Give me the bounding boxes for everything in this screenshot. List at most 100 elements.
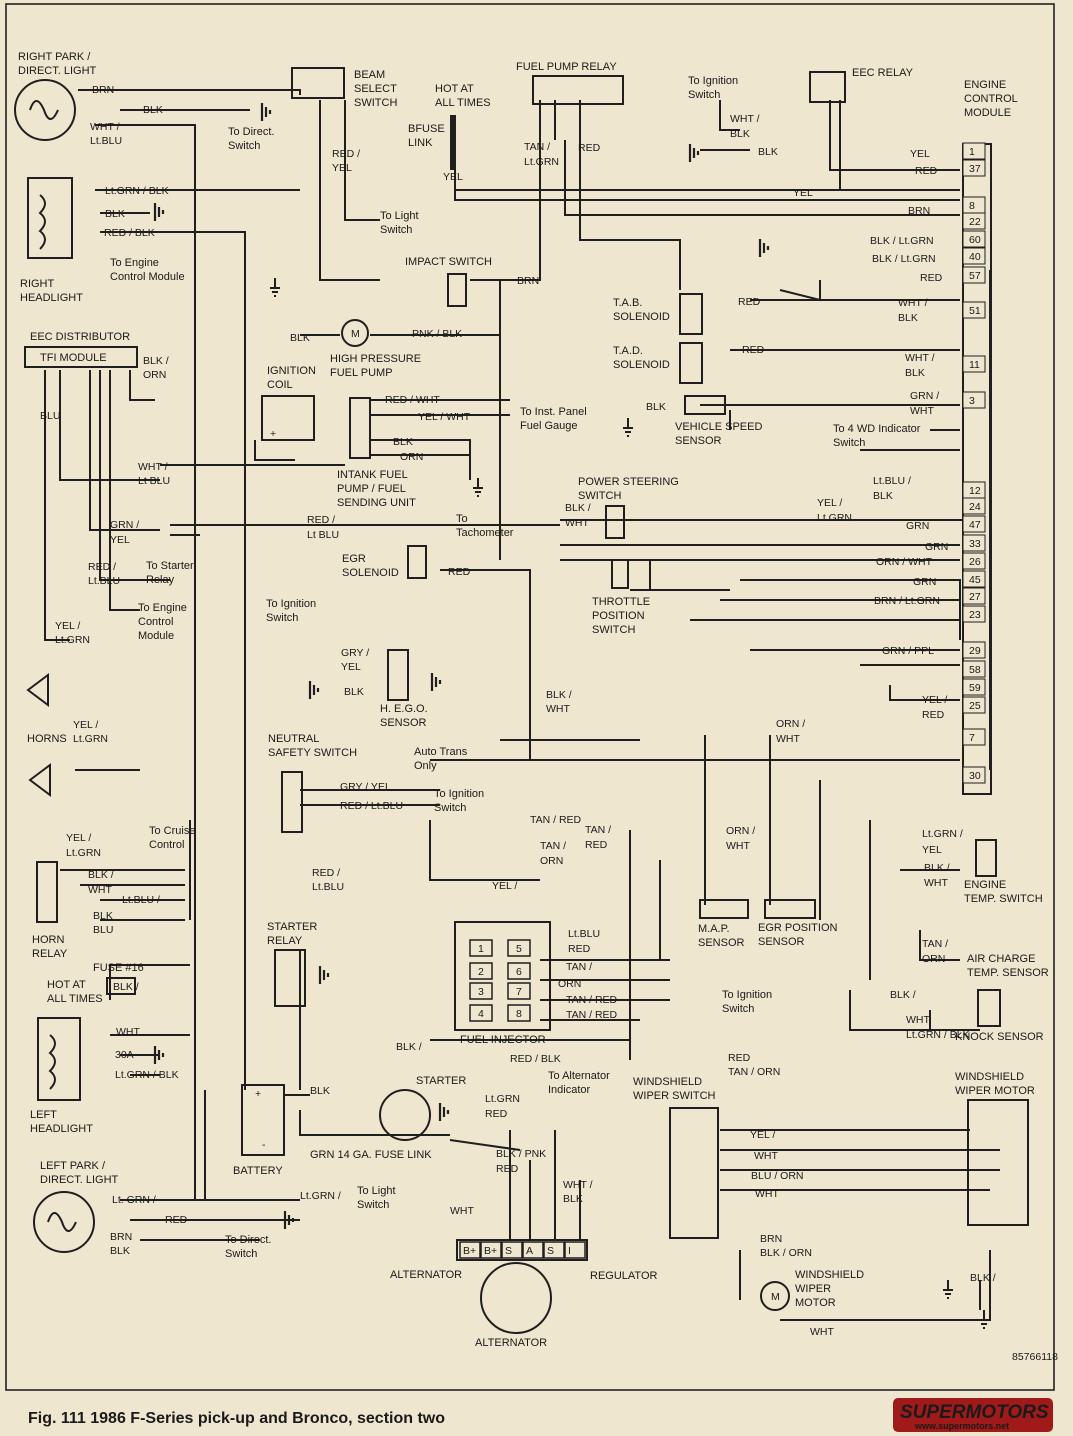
wire-label: BLU bbox=[40, 410, 60, 422]
hego-sensor-label: SENSOR bbox=[380, 717, 427, 729]
to-tachometer-label: Tachometer bbox=[456, 527, 514, 539]
injector-pin-box bbox=[507, 982, 531, 1000]
high-pressure-fuel-pump-label: HIGH PRESSURE bbox=[330, 353, 421, 365]
ecm-pin-number: 29 bbox=[969, 645, 981, 657]
ecm-pin-number: 24 bbox=[969, 501, 981, 513]
wire-6 bbox=[319, 100, 380, 281]
wire-7 bbox=[344, 100, 380, 221]
to-inst-panel-fuel-gauge-label: To Inst. Panel bbox=[520, 406, 587, 418]
ecm-pin-number: 11 bbox=[969, 359, 980, 371]
supermotors-logo-badge bbox=[893, 1398, 1053, 1432]
auto-trans-only-label: Auto Trans bbox=[414, 746, 468, 758]
wire-52 bbox=[889, 685, 960, 701]
symbol-mark: + bbox=[255, 1088, 261, 1100]
wire-layer bbox=[44, 89, 1000, 1321]
alternator-terminal-label: B+ bbox=[484, 1245, 497, 1257]
wire-label: BLK bbox=[730, 128, 750, 140]
ecm-pin-cell bbox=[962, 605, 986, 623]
windshield-wiper-motor-icon bbox=[760, 1281, 790, 1311]
wire-label: RED bbox=[585, 839, 608, 851]
wire-16 bbox=[829, 100, 960, 171]
left-park-light-bulb-icon bbox=[33, 1191, 95, 1253]
to-direct-switch-top-label: To Direct. bbox=[228, 126, 274, 138]
windshield-wiper-switch-box bbox=[669, 1107, 719, 1239]
egr-solenoid-label: SOLENOID bbox=[342, 567, 399, 579]
left-headlight-label: LEFT bbox=[30, 1109, 57, 1121]
power-steering-switch-label: SWITCH bbox=[578, 490, 621, 502]
wire-104 bbox=[919, 930, 960, 961]
right-headlight-label: HEADLIGHT bbox=[20, 292, 83, 304]
to-4wd-indicator-label: Switch bbox=[833, 437, 865, 449]
wire-label: RED bbox=[742, 344, 765, 356]
wire-label: WHT bbox=[924, 877, 948, 889]
ecm-pin-cell bbox=[962, 230, 986, 248]
throttle-position-switch-label: SWITCH bbox=[592, 624, 635, 636]
engine-control-module-label: ENGINE bbox=[964, 79, 1006, 91]
wire-label: RED bbox=[922, 709, 945, 721]
wire-label: ORN bbox=[558, 978, 581, 990]
horn-lower-icon bbox=[28, 763, 51, 797]
wire-label: RED / WHT bbox=[385, 394, 440, 406]
impact-switch-box bbox=[447, 273, 467, 307]
wire-label: ORN / bbox=[776, 718, 805, 730]
alternator-terminal-box bbox=[564, 1241, 586, 1259]
symbol-mark: M bbox=[771, 1291, 780, 1303]
alternator-terminal-label: S bbox=[547, 1245, 554, 1257]
intank-fuel-pump-label: SENDING UNIT bbox=[337, 497, 416, 509]
eec-relay-box bbox=[809, 71, 846, 103]
wire-label: WHT bbox=[754, 1150, 778, 1162]
wire-label: WHT / bbox=[563, 1179, 593, 1191]
fuse-link-label: GRN 14 GA. FUSE LINK bbox=[310, 1149, 432, 1161]
wire-label: BLK bbox=[393, 436, 413, 448]
horn-relay-label: RELAY bbox=[32, 948, 68, 960]
wire-label: YEL bbox=[110, 534, 130, 546]
ground-bar-9-icon bbox=[438, 1103, 450, 1121]
wire-label: RED bbox=[568, 943, 591, 955]
vehicle-speed-sensor-label: SENSOR bbox=[675, 435, 722, 447]
beam-select-switch-label: BEAM bbox=[354, 69, 385, 81]
ecm-pin-number: 33 bbox=[969, 538, 981, 550]
map-sensor-label: SENSOR bbox=[698, 937, 745, 949]
starter-motor-icon bbox=[379, 1089, 431, 1141]
wire-label: WHT bbox=[755, 1188, 779, 1200]
fuel-pump-relay-box bbox=[532, 75, 624, 105]
knock-sensor-label: KNOCK SENSOR bbox=[955, 1031, 1044, 1043]
ecm-pin-number: 51 bbox=[969, 305, 981, 317]
alternator-terminal-label: I bbox=[568, 1245, 571, 1257]
wire-23 bbox=[129, 370, 155, 401]
wire-label: RED bbox=[915, 165, 938, 177]
wire-25 bbox=[44, 370, 70, 641]
wire-label: TAN / RED bbox=[566, 1009, 618, 1021]
ecm-pin-number: 27 bbox=[969, 591, 981, 603]
beam-select-switch-box bbox=[291, 67, 345, 99]
wire-label: RED / BLK bbox=[104, 227, 155, 239]
ecm-pin-number: 40 bbox=[969, 251, 981, 263]
wire-label: YEL / bbox=[73, 719, 98, 731]
to-ignition-switch-low-label: Switch bbox=[722, 1003, 754, 1015]
wire-label: RED bbox=[496, 1163, 519, 1175]
right-park-light-label: RIGHT PARK / bbox=[18, 51, 91, 63]
wire-47 bbox=[740, 579, 961, 640]
to-direct-switch-top-label: Switch bbox=[228, 140, 260, 152]
injector-pin-box bbox=[507, 939, 531, 957]
wire-label: RED bbox=[485, 1108, 508, 1120]
ecm-pin-cell bbox=[962, 391, 986, 409]
eec-relay-label: EEC RELAY bbox=[852, 67, 914, 79]
wire-label: RED / bbox=[312, 867, 340, 879]
wire-label: Lt.BLU bbox=[90, 135, 122, 147]
egr-position-sensor-box bbox=[764, 899, 816, 919]
windshield-wiper-motor-top-label: WIPER MOTOR bbox=[955, 1085, 1035, 1097]
wire-label: Lt.BLU / bbox=[873, 475, 911, 487]
wire-label: RED bbox=[578, 142, 601, 154]
hego-sensor-box bbox=[387, 649, 409, 701]
wire-label: RED / Lt.BLU bbox=[340, 800, 403, 812]
to-ecm-lower-label: Module bbox=[138, 630, 174, 642]
ground-bar-2-icon bbox=[308, 681, 320, 699]
injector-pin-number: 4 bbox=[478, 1008, 484, 1020]
injector-pin-number: 3 bbox=[478, 986, 484, 998]
left-headlight-box bbox=[37, 1017, 81, 1101]
wire-label: ORN / bbox=[726, 825, 755, 837]
windshield-wiper-switch-label: WINDSHIELD bbox=[633, 1076, 702, 1088]
wire-label: WHT bbox=[565, 517, 589, 529]
to-ignition-switch-mid-label: Switch bbox=[266, 612, 298, 624]
